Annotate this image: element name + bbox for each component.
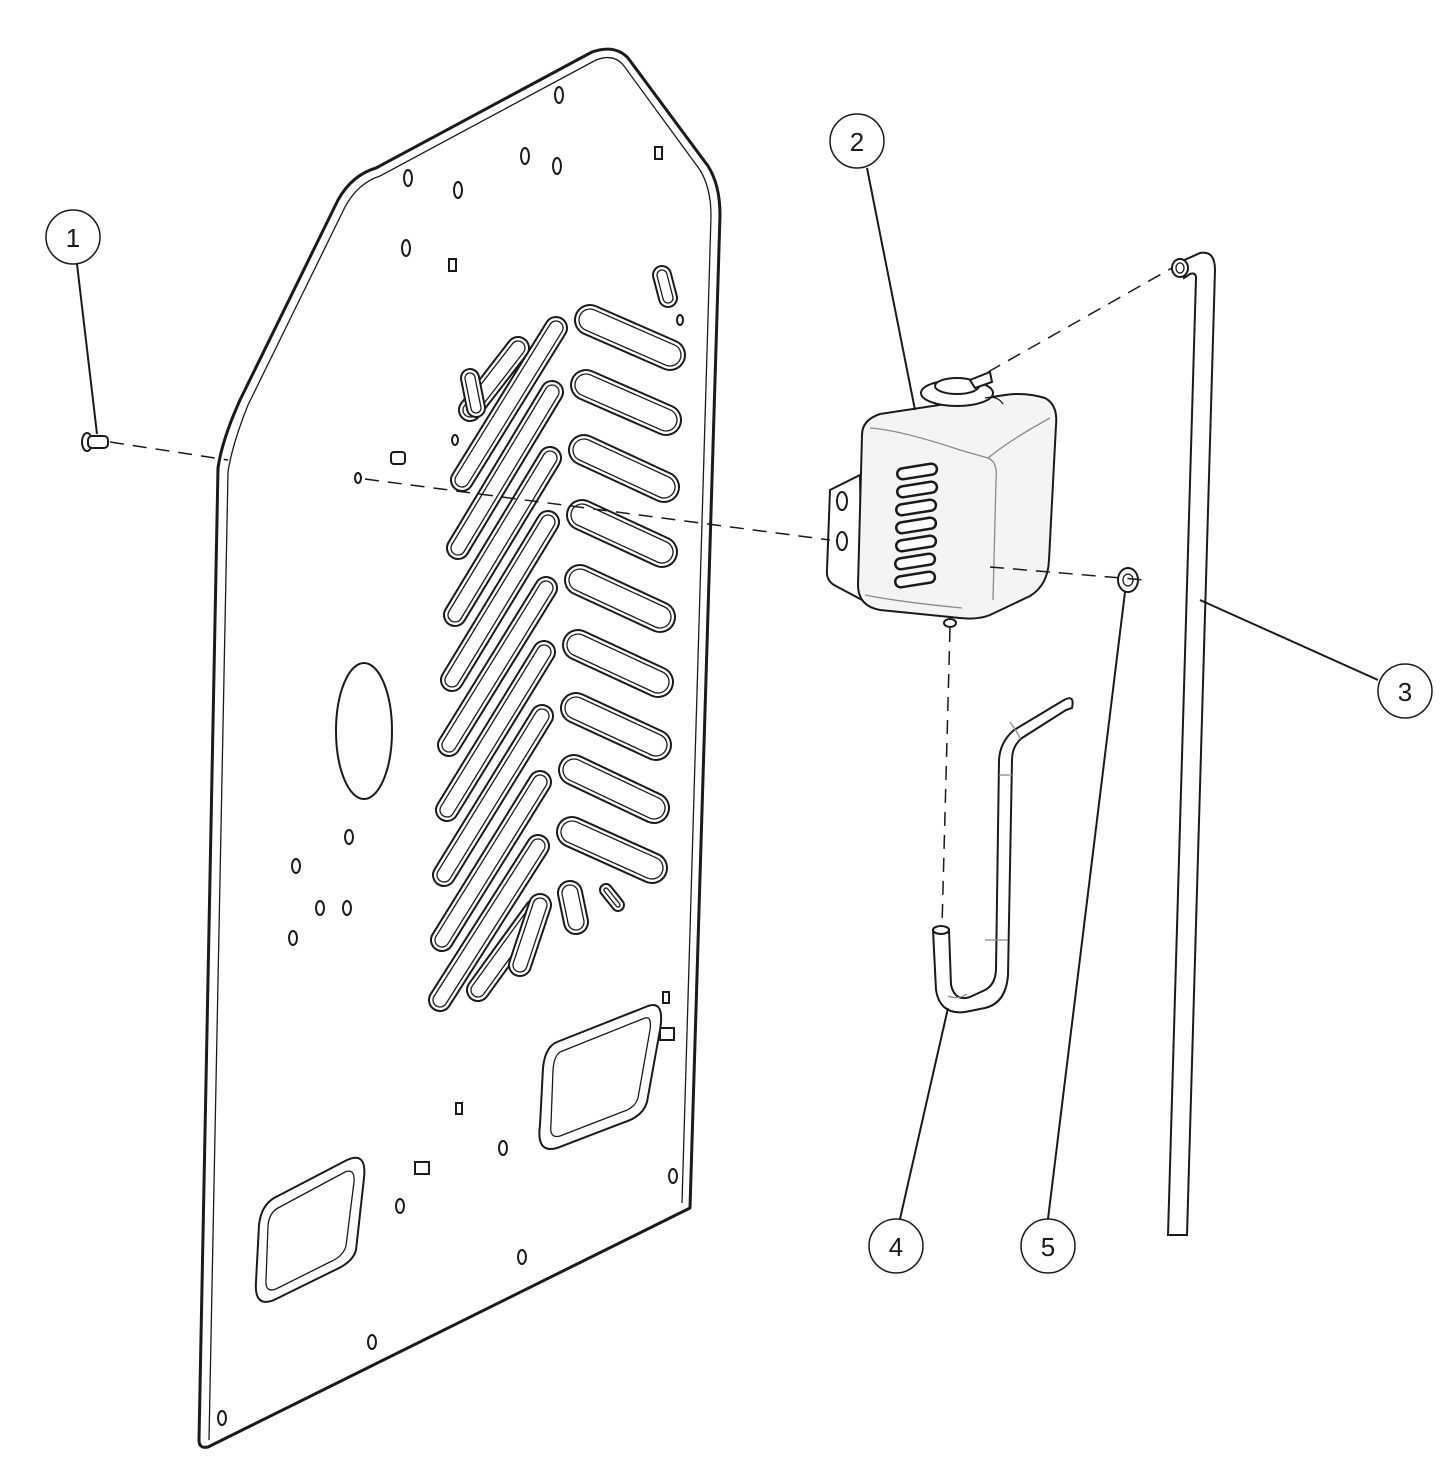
louver-slot [443, 446, 562, 627]
louver-slot-inner [444, 514, 556, 688]
louver-slot-inner [560, 820, 664, 880]
louver-slot-inner [562, 758, 666, 820]
callout-5: 5 [1020, 1218, 1076, 1274]
louver-slot [437, 575, 558, 758]
louver-slot [439, 510, 560, 693]
louver-slot [449, 316, 569, 492]
louver-slot [445, 380, 564, 561]
louver-slot-inner [572, 438, 676, 499]
louver-slot [507, 892, 553, 977]
louver-slot [559, 691, 672, 761]
callout-2: 2 [829, 113, 885, 169]
callout-1: 1 [45, 209, 101, 265]
louver-slot-inner [447, 450, 558, 623]
reservoir-tank [825, 370, 1058, 628]
louver-slot [565, 498, 678, 568]
assembly-lines [109, 267, 1173, 927]
louver-slot-inner [566, 633, 670, 694]
vent-tube [1166, 251, 1217, 1236]
panel-louver-vents [428, 264, 686, 1012]
louver-slot-inner [578, 308, 682, 367]
louver-slot-inner [434, 774, 548, 948]
leader-lines [76, 167, 1379, 1220]
panel-left-edge [208, 471, 229, 1441]
louver-slot-inner [656, 269, 674, 304]
louver-slot [428, 833, 551, 1012]
mounting-panel [197, 47, 722, 1449]
louver-slot [460, 368, 486, 418]
louver-slot [429, 770, 552, 953]
louver-slot-inner [570, 503, 674, 564]
louver-slot-inner [561, 884, 585, 931]
louver-slot-inner [603, 887, 621, 908]
callout-4-label: 4 [889, 1232, 903, 1262]
louver-slot [557, 880, 590, 936]
louver-slot [561, 628, 674, 698]
louver-slot-inner [574, 373, 678, 432]
hex-nut [1117, 567, 1139, 593]
louver-slot [563, 563, 676, 633]
louver-slot [569, 368, 682, 436]
callout-4: 4 [868, 1218, 924, 1274]
louver-slot [556, 816, 669, 885]
callout-3: 3 [1377, 663, 1433, 719]
panel-mount-holes [217, 86, 684, 1426]
callout-5-label: 5 [1041, 1232, 1055, 1262]
louver-slot-inner [454, 320, 564, 488]
drain-hose [931, 697, 1074, 1014]
louver-slot-inner [439, 644, 552, 818]
louver-slot-inner [464, 372, 482, 414]
panel-oval-cutouts [254, 1004, 663, 1303]
panel-round-port [335, 662, 393, 800]
callout-2-label: 2 [850, 127, 864, 157]
louver-slot [573, 303, 686, 371]
louver-slot [431, 704, 555, 887]
tank-body [856, 393, 1058, 620]
louver-slot [434, 640, 556, 823]
louver-slot-inner [450, 384, 560, 556]
louver-slot [599, 883, 626, 913]
louver-slot-inner [441, 580, 554, 753]
louver-slot [651, 264, 678, 308]
louver-slot-inner [564, 696, 668, 757]
louver-slot [557, 753, 670, 824]
louver-slot [567, 433, 680, 503]
fastener-bolt [81, 432, 109, 452]
louver-slot-inner [462, 340, 526, 418]
callout-1-label: 1 [66, 223, 80, 253]
louver-slot-inner [568, 568, 672, 629]
panel-thickness-edge [227, 56, 712, 1204]
louver-slot-inner [512, 897, 548, 973]
louver-slot-inner [436, 708, 550, 883]
louver-slot-inner [432, 838, 546, 1008]
tank-side-slots [894, 462, 939, 589]
callout-3-label: 3 [1398, 677, 1412, 707]
